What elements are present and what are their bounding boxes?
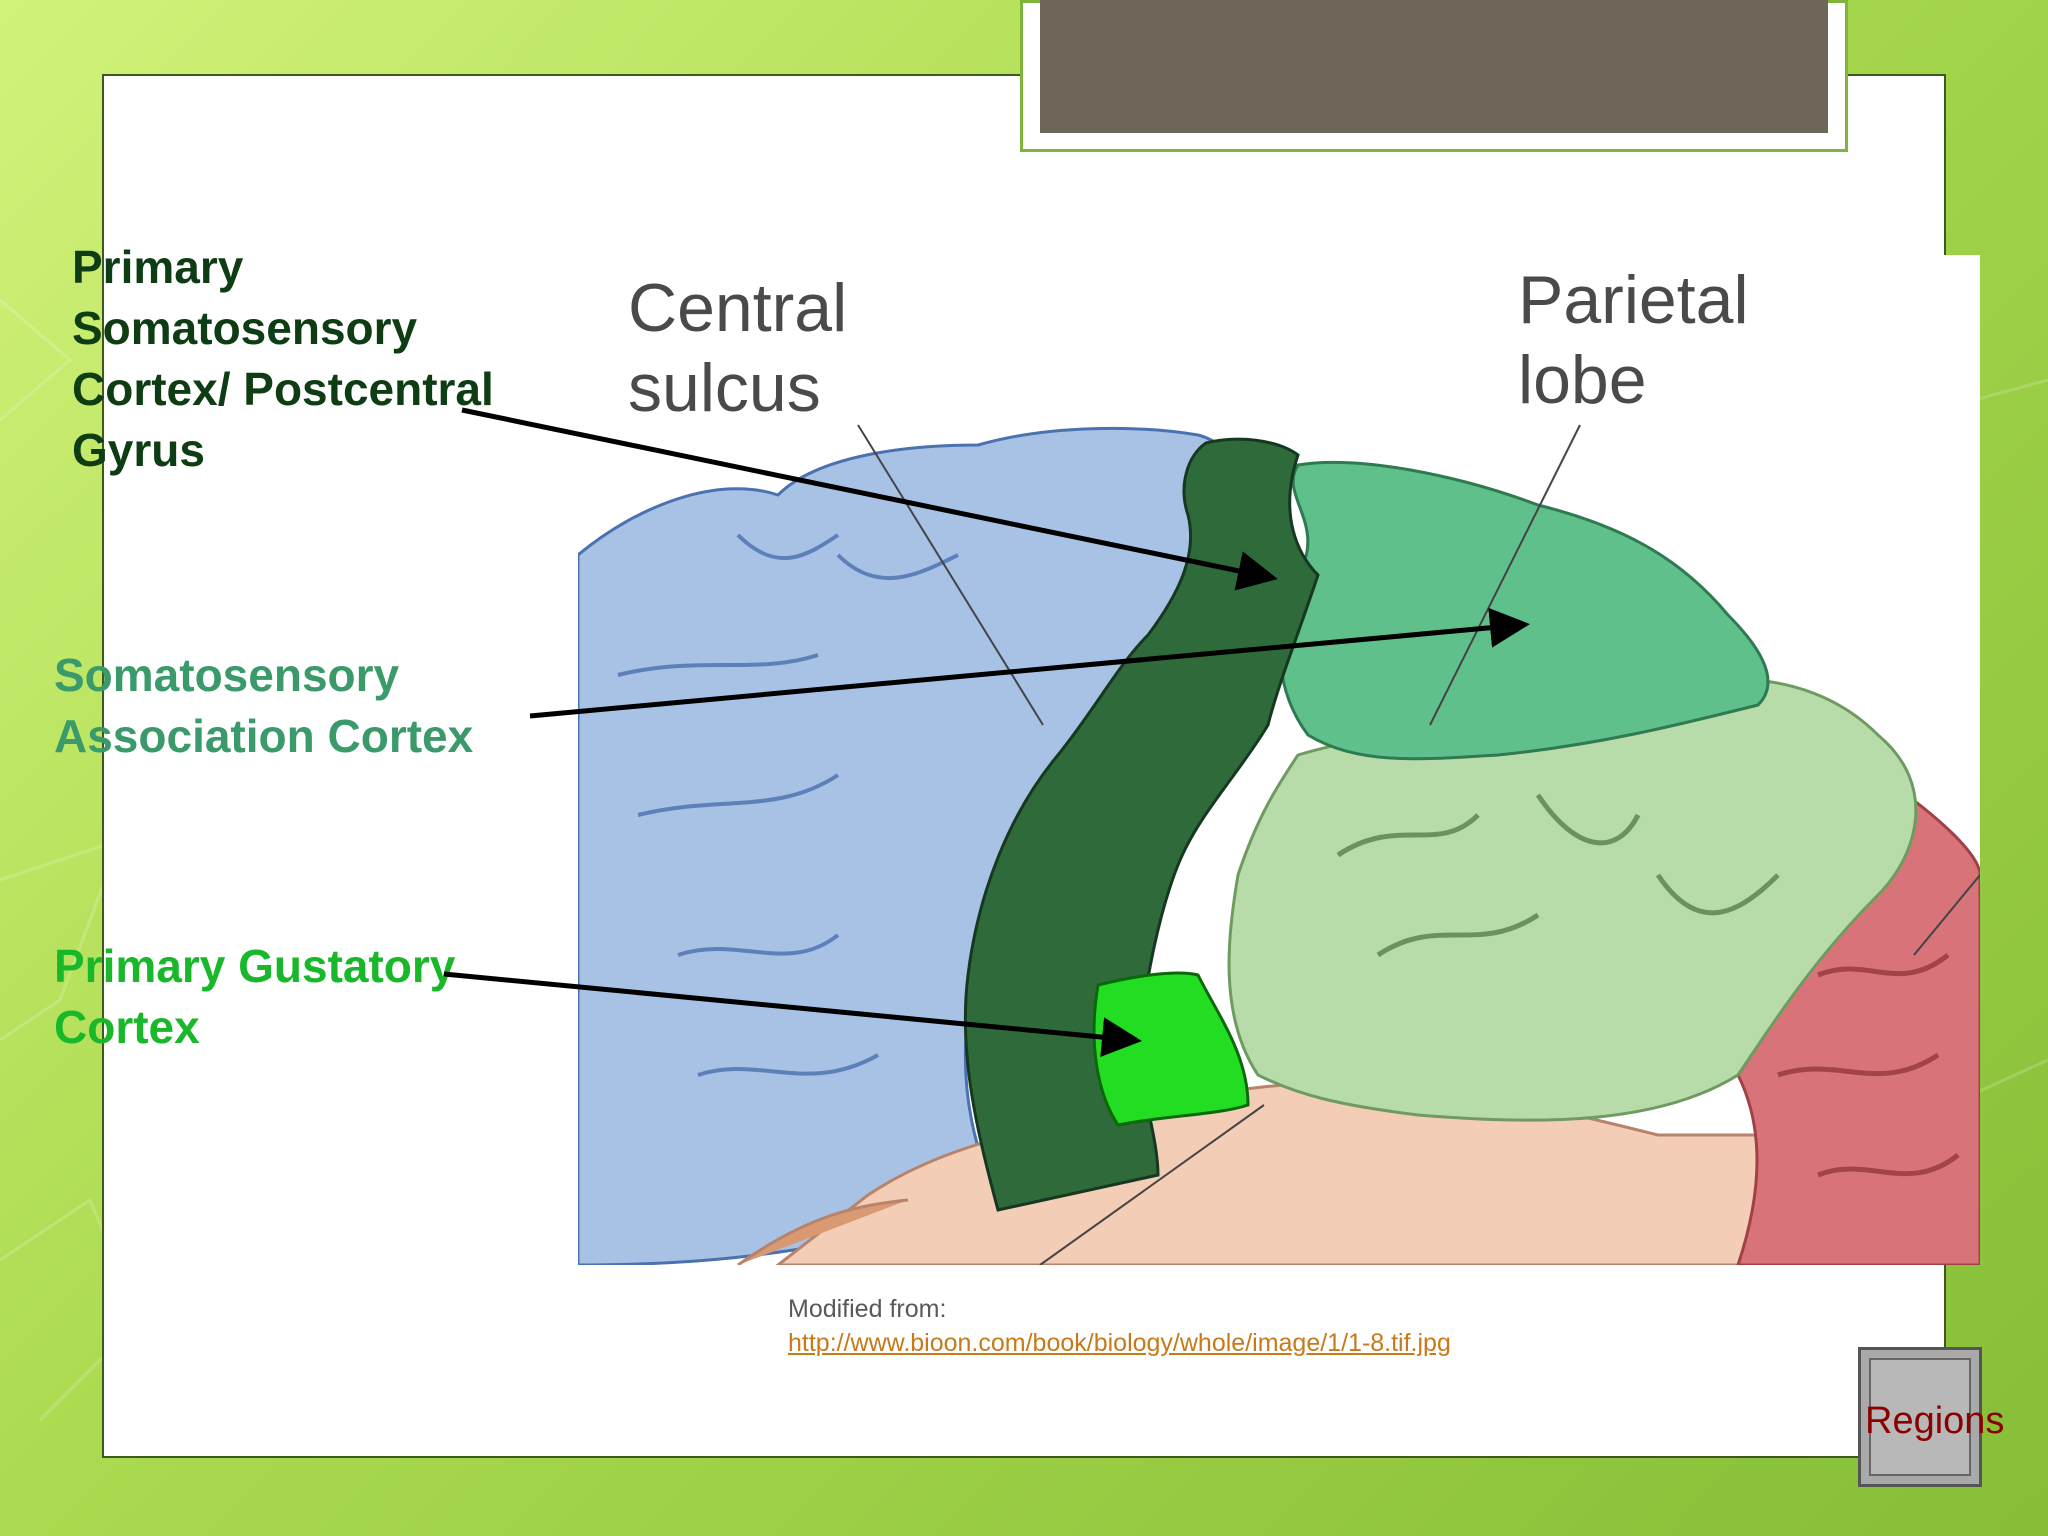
primary-gustatory-region [1092, 971, 1250, 1127]
primary-gustatory-label: Primary Gustatory Cortex [54, 940, 456, 1053]
credit-prefix: Modified from: [788, 1295, 947, 1323]
central-sulcus-label: Central sulcus [628, 270, 848, 426]
regions-button-bevel [1869, 1358, 1971, 1476]
regions-nav-button[interactable]: Regions [1858, 1347, 2004, 1487]
image-credit: Modified from: http://www.bioon.com/book… [788, 1292, 1451, 1360]
primary-somatosensory-label: Primary Somatosensory Cortex/ Postcentra… [72, 241, 494, 476]
credit-link[interactable]: http://www.bioon.com/book/biology/whole/… [788, 1329, 1451, 1357]
somatosensory-association-label: Somatosensory Association Cortex [54, 649, 474, 762]
regions-button-label: Regions [1865, 1400, 2005, 1442]
somatosensory-association-region [1278, 460, 1770, 761]
title-placeholder [1040, 0, 1828, 133]
parietal-lobe-label: Parietal lobe [1518, 262, 1749, 418]
